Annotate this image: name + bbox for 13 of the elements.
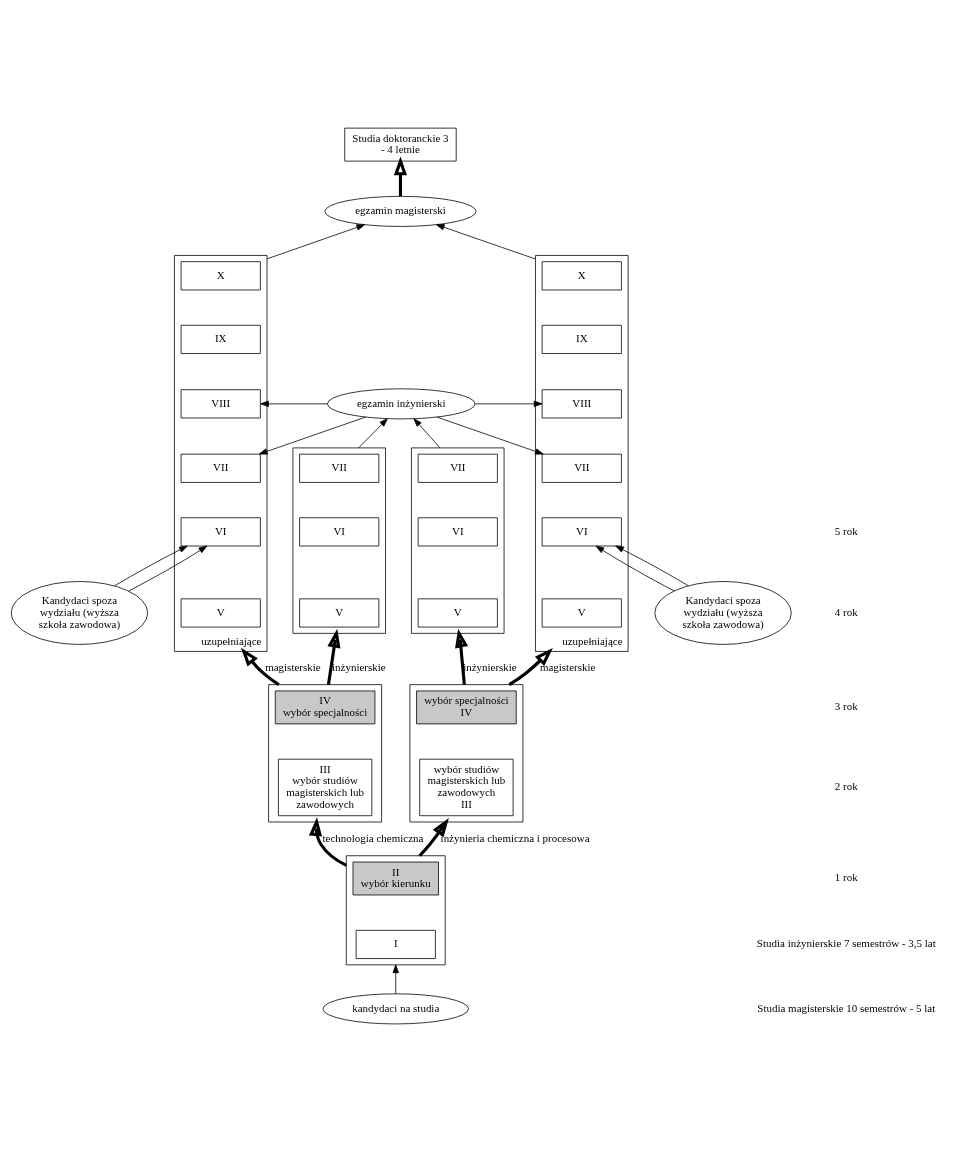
- label: 5 rok: [834, 524, 858, 537]
- label: Studia magisterskie 10 semestrów - 5 lat: [757, 1001, 936, 1014]
- label: 4 rok: [834, 605, 858, 618]
- edge-label: magisterskie: [265, 660, 321, 673]
- label: 2 rok: [834, 779, 858, 792]
- label: 1 rok: [834, 870, 858, 883]
- edge-label: inżynierskie: [463, 660, 517, 673]
- edge-label: inżynieria chemiczna i procesowa: [440, 831, 590, 844]
- edge-label: magisterskie: [539, 660, 596, 673]
- edge-label: inżynierskie: [332, 660, 386, 673]
- label: 3 rok: [834, 699, 858, 712]
- label: Studia inżynierskie 7 semestrów - 3,5 lat: [756, 936, 936, 949]
- edge-label: technologia chemiczna: [322, 831, 424, 844]
